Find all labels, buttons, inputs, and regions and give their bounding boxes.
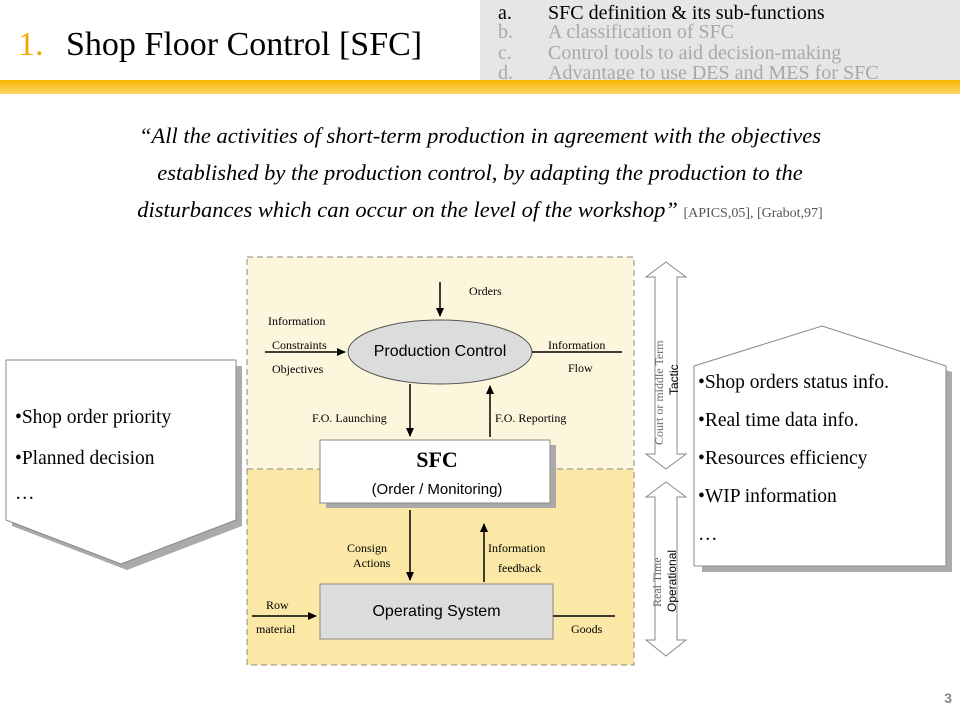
right-item-5: … — [698, 524, 718, 545]
header-divider — [0, 80, 960, 94]
outline-item-c: c.Control tools to aid decision-making — [498, 42, 842, 64]
sfc-node — [319, 439, 551, 504]
sfc-title: SFC — [416, 447, 458, 472]
quote-line-1: “All the activities of short-term produc… — [139, 123, 821, 148]
left-item-3: … — [15, 483, 35, 504]
right-panel — [693, 325, 947, 567]
actions-label: Actions — [353, 556, 391, 570]
quote-line-3: disturbances which can occur on the leve… — [137, 197, 678, 222]
consign-label: Consign — [347, 541, 388, 555]
section-outline — [480, 0, 960, 80]
production-control-label: Production Control — [373, 343, 507, 360]
row-label: Row — [266, 598, 289, 612]
information-flow-label-2: Flow — [568, 361, 593, 375]
section-number: 1. — [18, 26, 44, 63]
outline-item-b: b.A classification of SFC — [498, 21, 735, 43]
right-item-2: •Real time data info. — [698, 410, 859, 431]
outline-item-a: a.SFC definition & its sub-functions — [498, 2, 825, 24]
operational-level-arrow — [644, 481, 688, 657]
definition-quote: “All the activities of short-term produc… — [40, 117, 920, 232]
left-item-1: •Shop order priority — [15, 407, 172, 428]
operational-label: Operational — [665, 549, 679, 612]
left-item-2: •Planned decision — [15, 448, 155, 469]
right-item-4: •WIP information — [698, 486, 837, 507]
fo-reporting-label: F.O. Reporting — [495, 411, 567, 425]
quote-citation: [APICS,05], [Grabot,97] — [683, 206, 823, 221]
outline-item-d: d.Advantage to use DES and MES for SFC — [498, 62, 879, 84]
right-item-1: •Shop orders status info. — [698, 372, 889, 393]
goods-label: Goods — [571, 622, 603, 636]
right-item-3: •Resources efficiency — [698, 448, 868, 469]
sfc-subtitle: (Order / Monitoring) — [371, 481, 503, 498]
right-panel-list: •Shop orders status info. •Real time dat… — [698, 364, 943, 554]
information-feedback-label-2: feedback — [498, 561, 542, 575]
information-in-label: Information — [268, 314, 326, 328]
title-area — [0, 0, 478, 80]
information-flow-label-1: Information — [548, 338, 606, 352]
fo-launching-label: F.O. Launching — [312, 411, 387, 425]
quote-line-2: established by the production control, b… — [157, 160, 803, 185]
left-panel-list: •Shop order priority •Planned decision … — [15, 398, 235, 513]
real-time-label: Real Time — [650, 557, 664, 607]
material-label: material — [256, 622, 296, 636]
page-number: 3 — [944, 690, 952, 706]
tactic-level-arrow — [644, 261, 688, 470]
tactic-label: Tactic — [667, 364, 681, 395]
orders-label: Orders — [469, 284, 502, 298]
operating-system-node — [319, 583, 554, 640]
left-panel — [5, 359, 237, 565]
information-feedback-label-1: Information — [488, 541, 546, 555]
slide-title: Shop Floor Control [SFC] — [66, 26, 423, 63]
constraints-label: Constraints — [272, 338, 327, 352]
operating-system-label: Operating System — [372, 603, 501, 620]
objectives-label: Objectives — [272, 362, 324, 376]
tactic-term-label: Court or middle Term — [652, 340, 666, 445]
